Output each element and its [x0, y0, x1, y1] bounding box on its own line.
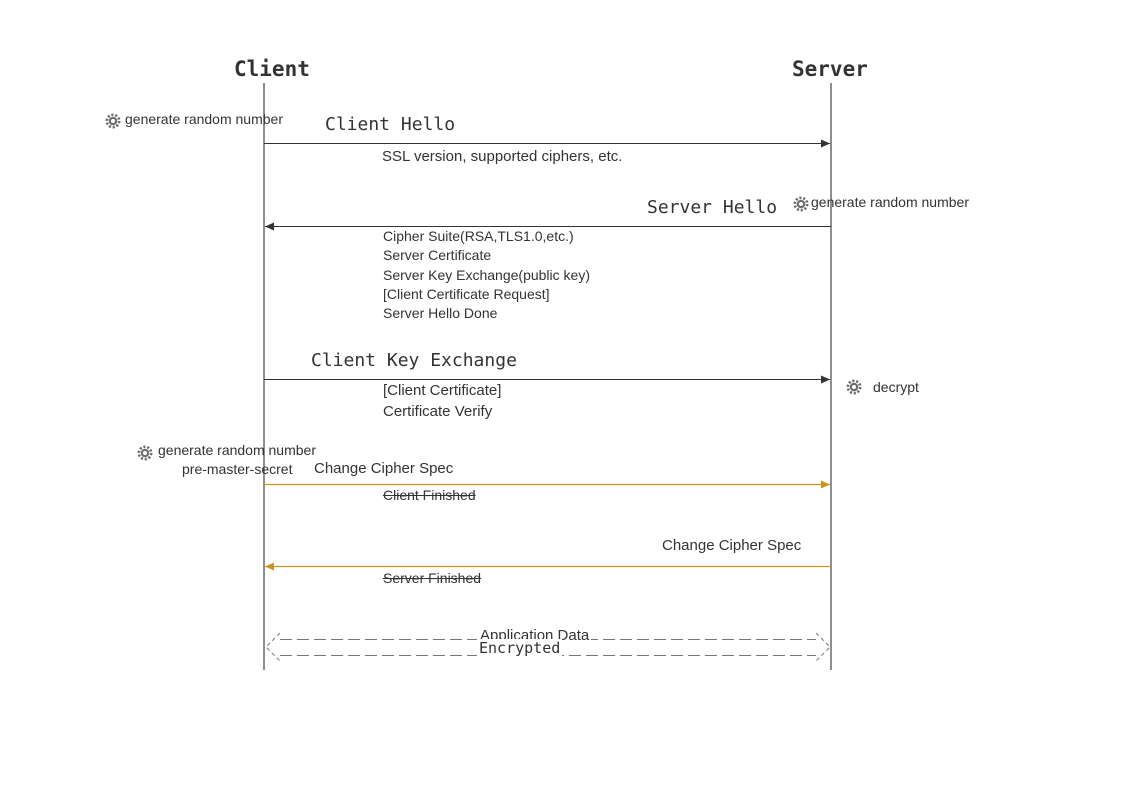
server-actor-label: Server: [792, 57, 868, 81]
application-data-arrow: [265, 632, 831, 662]
client-actor-label: Client: [234, 57, 310, 81]
server-finished-detail: Server Finished: [383, 570, 482, 586]
client-finished-detail: Client Finished: [383, 487, 476, 503]
gear-icon: [846, 379, 862, 395]
client-key-exchange-label: Client Key Exchange: [311, 350, 517, 371]
server-hello-label: Server Hello: [647, 197, 778, 218]
server-hello-detail: [Client Certificate Request]: [383, 285, 550, 302]
server-hello-detail: Cipher Suite(RSA,TLS1.0,etc.): [383, 228, 574, 244]
gear-icon: [105, 113, 121, 129]
client-change-cipher-label: Change Cipher Spec: [314, 460, 454, 477]
client-key-exchange-detail: [Client Certificate]: [383, 382, 502, 399]
decrypt-note: decrypt: [873, 379, 919, 395]
application-data-sublabel: Encrypted: [477, 639, 563, 657]
server-hello-note: generate random number: [811, 194, 969, 210]
client-key-exchange-detail: Certificate Verify: [383, 403, 493, 420]
server-hello-detail: Server Hello Done: [383, 305, 498, 322]
server-hello-detail: Server Key Exchange(public key): [383, 266, 590, 283]
gear-icon: [793, 196, 809, 212]
pre-master-note-line1: generate random number: [158, 442, 316, 458]
server-hello-details: Cipher Suite(RSA,TLS1.0,etc.) Server Cer…: [383, 227, 590, 323]
client-hello-label: Client Hello: [325, 114, 456, 135]
client-hello-note: generate random number: [125, 111, 283, 127]
client-hello-detail: SSL version, supported ciphers, etc.: [382, 148, 623, 165]
server-hello-detail: Server Certificate: [383, 247, 492, 264]
server-change-cipher-label: Change Cipher Spec: [662, 537, 802, 554]
gear-icon: [137, 445, 153, 461]
pre-master-note-line2: pre-master-secret: [182, 461, 293, 477]
